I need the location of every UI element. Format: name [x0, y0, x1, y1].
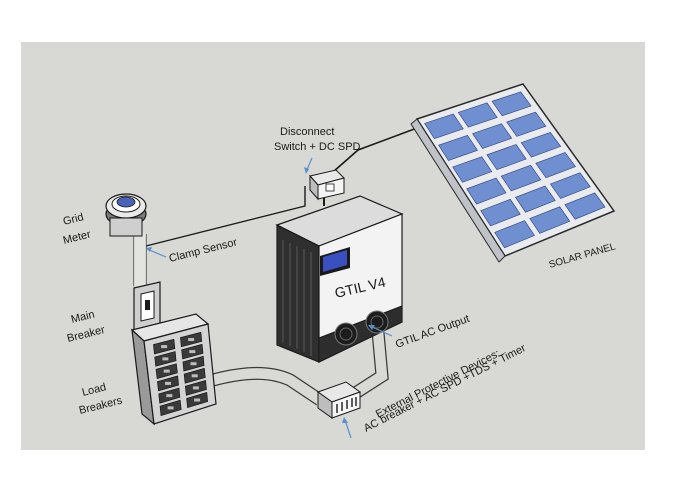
protective-devices-box — [316, 381, 362, 419]
breaker-switches — [153, 331, 209, 416]
solar-cell — [549, 172, 591, 199]
load-breakers-panel — [130, 313, 217, 426]
breaker-toggle — [189, 350, 196, 354]
breaker-toggle — [163, 369, 170, 373]
grid-meter — [105, 193, 147, 237]
breaker-toggle — [161, 345, 168, 349]
label-disconnect-line1: Disconnect — [280, 126, 334, 138]
breaker-toggle — [166, 394, 173, 398]
label-grid-meter-line1: Grid — [62, 211, 85, 228]
solar-cell — [480, 198, 521, 227]
breaker-toggle — [190, 362, 197, 366]
solar-cell — [466, 177, 507, 205]
gtil-v4-inverter: GTIL V4 — [275, 195, 404, 363]
ac-conduit-protective-to-inverter — [350, 331, 389, 400]
solar-cell — [494, 220, 535, 249]
label-disconnect-line2: Switch + DC SPD — [274, 141, 361, 153]
fan-left — [334, 322, 358, 346]
clamp-sensor-wire — [145, 186, 306, 247]
breaker-toggle — [167, 406, 174, 410]
solar-cell — [564, 192, 606, 220]
solar-cell — [438, 134, 478, 161]
solar-cell — [472, 123, 513, 149]
solar-cell — [520, 131, 562, 158]
solar-cell — [515, 185, 556, 213]
breaker-toggle — [194, 398, 201, 402]
solar-cell — [452, 156, 493, 183]
breaker-toggle — [192, 386, 199, 390]
arrow-gtil-output — [369, 325, 393, 337]
meter-conduit — [133, 234, 147, 286]
solar-cell — [500, 164, 542, 192]
heatsink-fins — [282, 240, 312, 356]
solar-cell — [486, 144, 527, 171]
solar-cell — [424, 113, 464, 140]
solar-cell — [529, 206, 571, 234]
breaker-toggle — [162, 357, 169, 361]
breaker-toggle — [188, 338, 195, 341]
breaker-toggle — [165, 381, 171, 385]
solar-cell — [457, 102, 498, 128]
ac-conduit-load-to-protective — [204, 367, 324, 406]
solar-cell — [491, 91, 532, 117]
label-load-breakers-line1: Load — [81, 381, 108, 399]
lcd-screen — [323, 250, 347, 272]
main-breaker — [133, 281, 161, 333]
solar-cell — [535, 152, 576, 179]
breaker-toggle — [191, 374, 198, 378]
solar-cell — [506, 111, 547, 137]
solar-panel — [410, 83, 616, 263]
solar-cells — [424, 91, 606, 249]
disconnect-switch-box — [309, 169, 345, 201]
label-main-breaker-line1: Main — [70, 308, 96, 325]
